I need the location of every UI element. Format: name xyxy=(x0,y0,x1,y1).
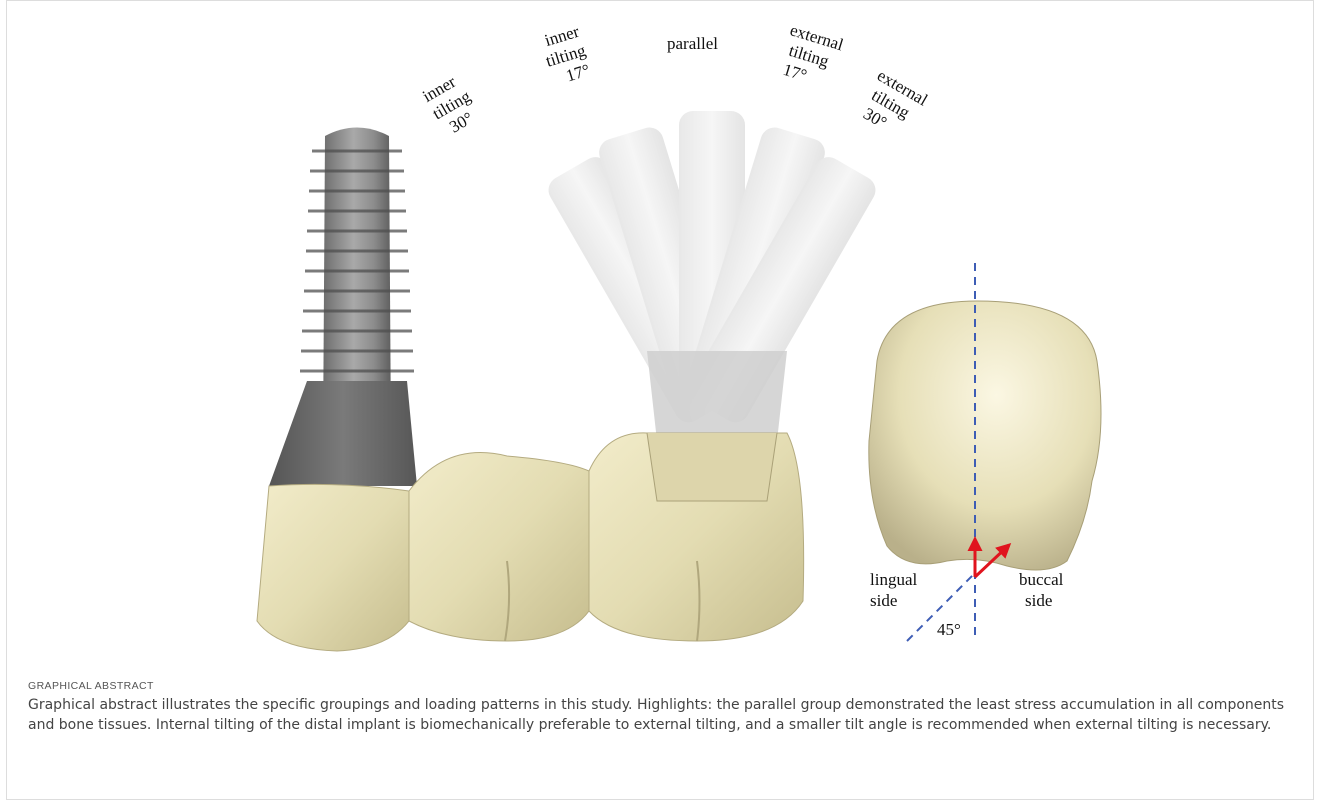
ghost-abutment xyxy=(647,351,787,441)
label-inner-17: inner tilting 17° xyxy=(538,21,595,89)
label-angle: 45° xyxy=(937,620,961,639)
label-buccal-side: buccal side xyxy=(1019,570,1064,610)
label-parallel: parallel xyxy=(667,34,718,53)
figure-illustration: inner tilting 30° inner tilting 17° para… xyxy=(7,1,1315,671)
caption-text: Graphical abstract illustrates the speci… xyxy=(28,695,1296,735)
caption-kicker: GRAPHICAL ABSTRACT xyxy=(28,680,154,692)
implant-model xyxy=(269,128,417,487)
svg-text:side: side xyxy=(870,591,897,610)
figure-frame: inner tilting 30° inner tilting 17° para… xyxy=(6,0,1314,800)
svg-text:buccal: buccal xyxy=(1019,570,1064,589)
molar-crown xyxy=(869,301,1101,570)
svg-text:lingual: lingual xyxy=(870,570,917,589)
svg-text:side: side xyxy=(1025,591,1052,610)
label-external-30: external tilting 30° xyxy=(854,66,931,145)
graphical-abstract-figure: inner tilting 30° inner tilting 17° para… xyxy=(7,1,1315,671)
label-lingual-side: lingual side xyxy=(870,570,917,610)
label-external-17: external tilting 17° xyxy=(776,20,846,93)
label-inner-30: inner tilting 30° xyxy=(419,69,484,141)
